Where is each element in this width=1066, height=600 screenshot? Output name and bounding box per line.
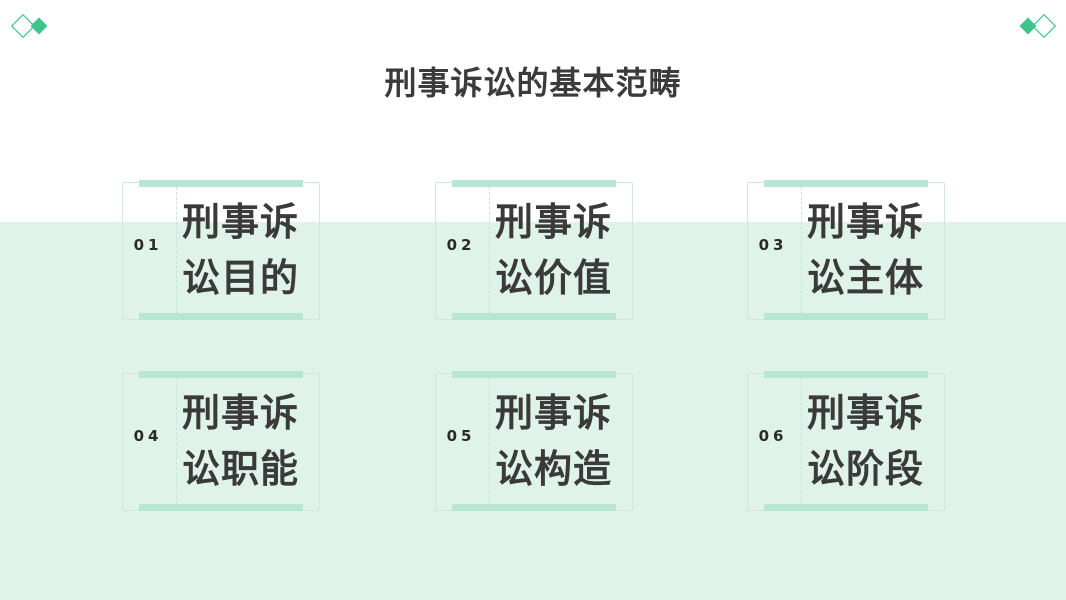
card-top-bar — [139, 371, 303, 378]
card-label-line1: 刑事诉 — [807, 391, 925, 435]
card-label: 刑事诉 讼阶段 — [807, 384, 939, 498]
card-number: 05 — [446, 427, 476, 445]
card-label: 刑事诉 讼目的 — [182, 193, 314, 307]
card-label-line1: 刑事诉 — [495, 200, 613, 244]
card-label-line2: 讼目的 — [182, 256, 300, 300]
card-divider — [801, 187, 802, 313]
card-number: 03 — [758, 236, 788, 254]
card-number: 06 — [758, 427, 788, 445]
card-label-line1: 刑事诉 — [495, 391, 613, 435]
card-top-bar — [764, 180, 928, 187]
card-bottom-bar — [452, 313, 616, 320]
page-title: 刑事诉讼的基本范畴 — [384, 64, 682, 102]
card-label-line2: 讼主体 — [807, 256, 925, 300]
card-label: 刑事诉 讼价值 — [495, 193, 627, 307]
background-band — [0, 222, 1066, 600]
card-divider — [176, 187, 177, 313]
card-label-line1: 刑事诉 — [807, 200, 925, 244]
card-bottom-bar — [139, 313, 303, 320]
diamond-decoration-icon — [1019, 13, 1057, 39]
card-bottom-bar — [764, 313, 928, 320]
card-bottom-bar — [452, 504, 616, 511]
card-bottom-bar — [139, 504, 303, 511]
card-divider — [176, 378, 177, 504]
card-top-bar — [452, 180, 616, 187]
card-number: 04 — [133, 427, 163, 445]
card-label-line2: 讼职能 — [182, 447, 300, 491]
card-label: 刑事诉 讼职能 — [182, 384, 314, 498]
card-label-line1: 刑事诉 — [182, 391, 300, 435]
card-top-bar — [139, 180, 303, 187]
card-number: 01 — [133, 236, 163, 254]
card-top-bar — [452, 371, 616, 378]
category-card: 01 刑事诉 讼目的 — [122, 180, 320, 320]
card-top-bar — [764, 371, 928, 378]
card-divider — [801, 378, 802, 504]
card-label: 刑事诉 讼构造 — [495, 384, 627, 498]
category-card: 05 刑事诉 讼构造 — [435, 371, 633, 511]
card-divider — [489, 378, 490, 504]
card-label-line2: 讼构造 — [495, 447, 613, 491]
category-card: 03 刑事诉 讼主体 — [747, 180, 945, 320]
category-card: 02 刑事诉 讼价值 — [435, 180, 633, 320]
diamond-decoration-icon — [10, 13, 48, 39]
card-label-line1: 刑事诉 — [182, 200, 300, 244]
category-card: 06 刑事诉 讼阶段 — [747, 371, 945, 511]
card-label-line2: 讼阶段 — [807, 447, 925, 491]
card-bottom-bar — [764, 504, 928, 511]
card-label: 刑事诉 讼主体 — [807, 193, 939, 307]
card-divider — [489, 187, 490, 313]
card-number: 02 — [446, 236, 476, 254]
category-card: 04 刑事诉 讼职能 — [122, 371, 320, 511]
card-label-line2: 讼价值 — [495, 256, 613, 300]
